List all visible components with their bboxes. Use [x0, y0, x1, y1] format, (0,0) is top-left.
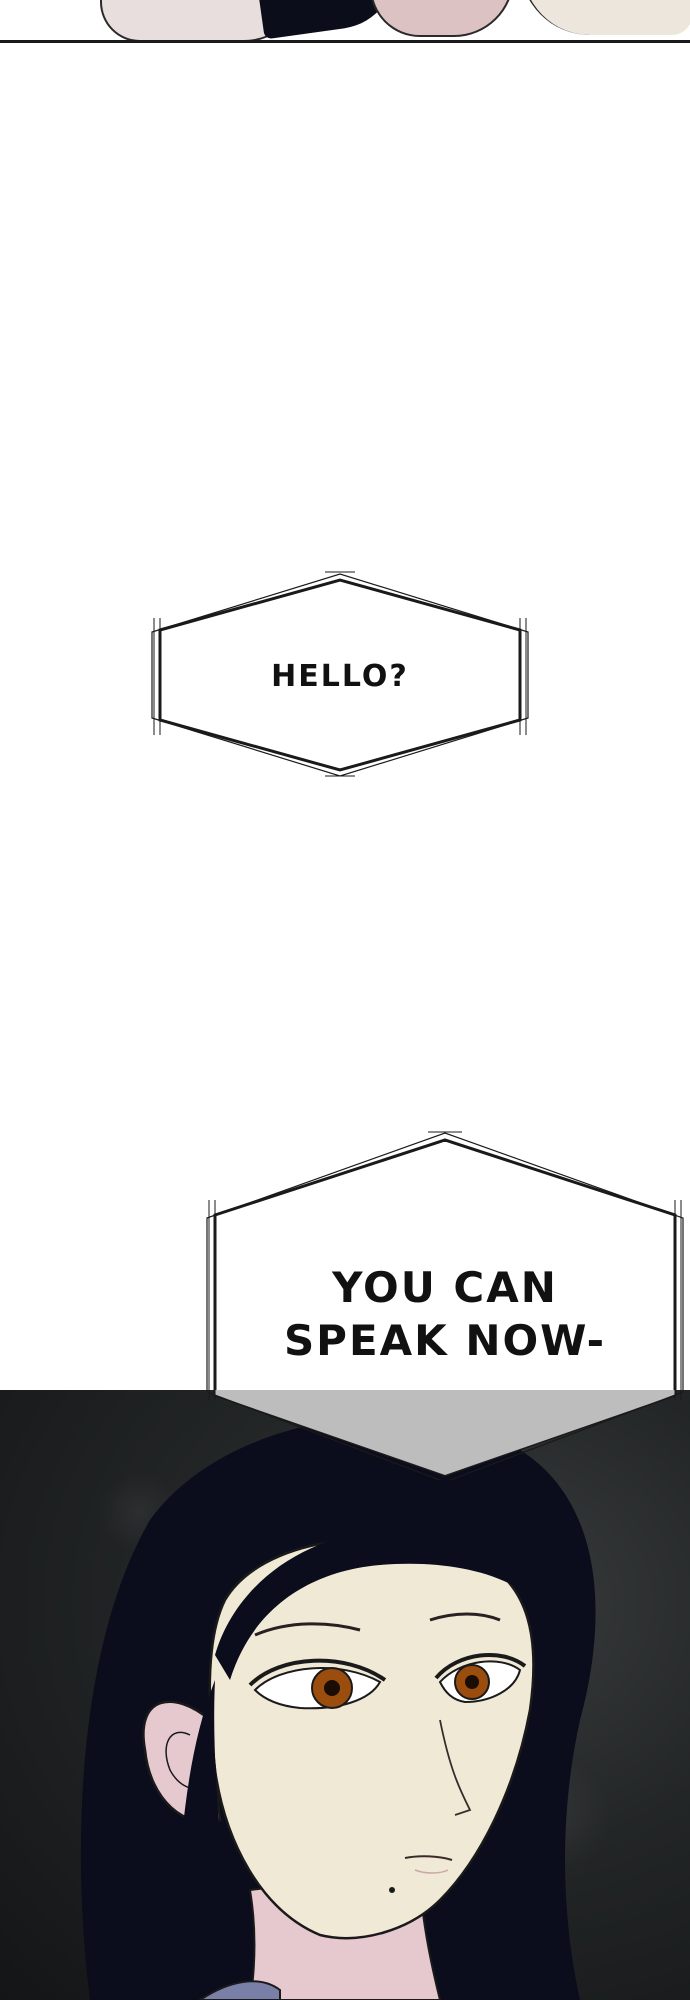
bubble-text: HELLO?	[271, 659, 409, 694]
collar	[198, 1980, 281, 2000]
hair-front	[215, 1528, 535, 1680]
left-pupil	[324, 1680, 340, 1696]
character-panel	[0, 1390, 690, 2000]
left-eyebrow	[254, 1622, 361, 1637]
character-illustration	[80, 1416, 596, 2000]
hair-side-strand	[170, 1680, 223, 2000]
lower-lip	[414, 1869, 449, 1874]
bubble-outline-icon	[151, 571, 529, 777]
right-eyebrow	[429, 1612, 501, 1622]
left-eyelid	[248, 1658, 387, 1687]
panel-skin-fragment	[370, 0, 514, 37]
panel-skin-fragment	[520, 0, 690, 35]
mouth	[404, 1855, 453, 1861]
right-eyelid	[434, 1653, 527, 1680]
mole	[389, 1887, 395, 1893]
speech-bubble-hello: HELLO?	[140, 570, 540, 780]
bubble-text: YOU CAN SPEAK NOW-	[283, 1263, 607, 1365]
nose	[439, 1719, 472, 1816]
bubble-outline-icon	[206, 1131, 684, 1480]
right-pupil	[465, 1675, 479, 1689]
top-panel-fragment	[0, 0, 690, 43]
speech-bubble-you-can-speak-now: YOU CAN SPEAK NOW-	[200, 1130, 690, 1480]
